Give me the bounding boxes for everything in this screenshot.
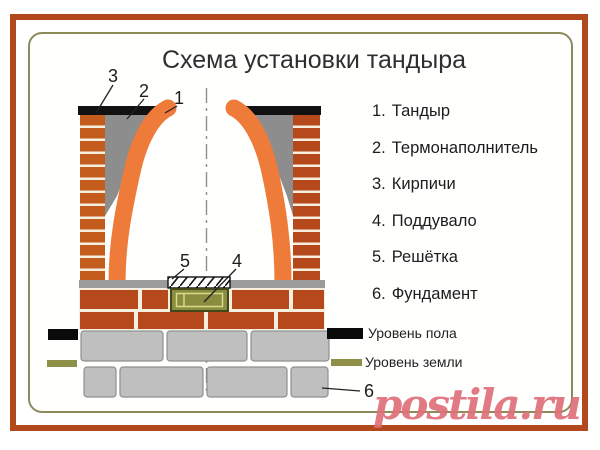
page-title: Схема установки тандыра xyxy=(161,46,467,74)
foundation xyxy=(80,330,330,398)
callout-3: 3 xyxy=(108,66,118,86)
legend-num: 2. xyxy=(372,138,386,157)
legend-num: 6. xyxy=(372,284,386,303)
legend-label: Тандыр xyxy=(391,102,451,120)
callout-5: 5 xyxy=(180,251,190,271)
legend: 1. Тандыр 2. Термонаполнитель 3. Кирпичи 4.… xyxy=(372,103,538,303)
legend-label: Поддувало xyxy=(391,211,477,230)
tandyr-wall-left xyxy=(108,99,177,292)
legend-item-3: 3. Кирпичи xyxy=(372,176,538,193)
ash-door xyxy=(170,288,229,312)
legend-label: Решётка xyxy=(391,248,458,266)
callout-1: 1 xyxy=(174,88,184,108)
callout-2: 2 xyxy=(139,81,149,101)
floor-level-bar-right xyxy=(327,328,363,339)
callout-4: 4 xyxy=(232,251,242,271)
legend-num: 4. xyxy=(372,211,386,230)
legend-label: Термонаполнитель xyxy=(391,138,539,157)
legend-item-4: 4. Поддувало xyxy=(372,211,538,230)
callout-leader-lines xyxy=(95,84,361,392)
legend-label: Кирпичи xyxy=(391,175,456,193)
top-slab-right xyxy=(243,106,321,115)
legend-item-1: 1. Тандыр xyxy=(372,103,538,120)
legend-num: 3. xyxy=(372,175,386,193)
thermal-filler-right xyxy=(246,114,293,216)
floor-level-label: Уровень пола xyxy=(368,325,457,341)
callout-6: 6 xyxy=(364,381,374,401)
legend-item-2: 2. Термонаполнитель xyxy=(372,138,539,157)
grate xyxy=(167,276,231,289)
ground-level-bar-right xyxy=(331,359,362,366)
brick-column-right xyxy=(293,112,320,281)
top-slab-left xyxy=(78,106,161,115)
legend-item-6: 6. Фундамент xyxy=(372,284,538,303)
ground-level-label: Уровень земли xyxy=(365,354,462,370)
legend-num: 1. xyxy=(372,102,386,120)
thermal-filler-left xyxy=(105,114,158,216)
ground-level-bar-left xyxy=(47,360,77,367)
floor-level-bar-left xyxy=(48,329,78,340)
watermark-postila: postila.ru xyxy=(373,380,582,429)
legend-label: Фундамент xyxy=(391,284,478,303)
tandyr-wall-right xyxy=(225,99,292,292)
brick-column-left xyxy=(80,112,105,281)
legend-num: 5. xyxy=(372,248,386,266)
legend-item-5: 5. Решётка xyxy=(372,249,538,266)
